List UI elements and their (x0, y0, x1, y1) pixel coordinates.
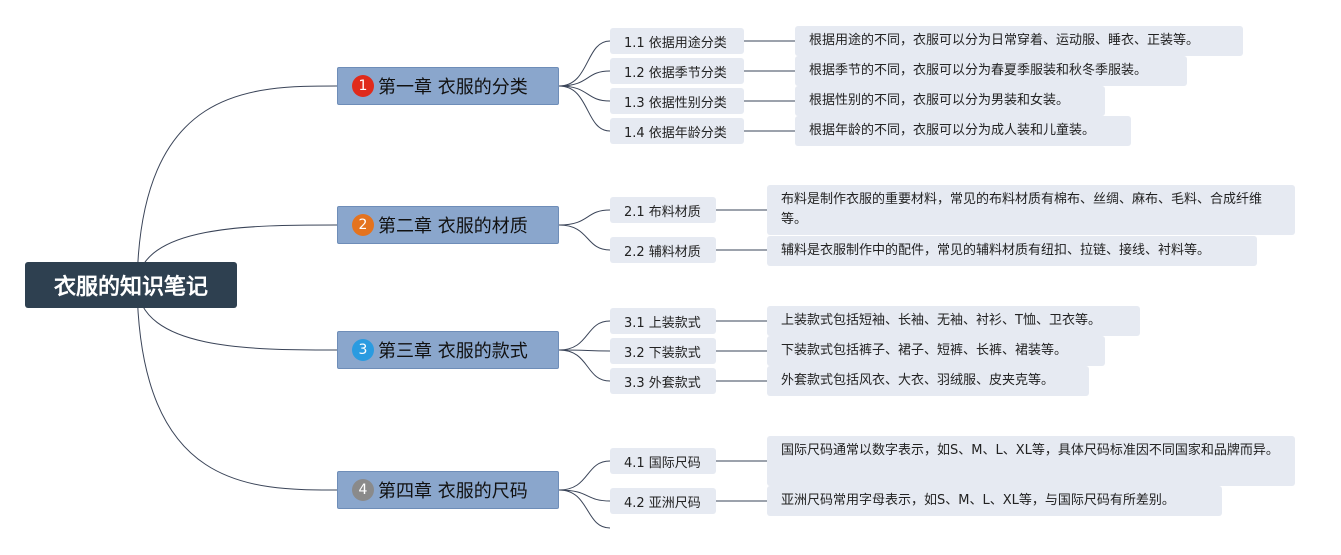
section-note[interactable]: 布料是制作衣服的重要材料，常见的布料材质有棉布、丝绸、麻布、毛料、合成纤维等。 (767, 185, 1295, 235)
section-topic[interactable]: 3.1 上装款式 (610, 308, 716, 334)
section-topic[interactable]: 1.2 依据季节分类 (610, 58, 744, 84)
section-note[interactable]: 根据季节的不同，衣服可以分为春夏季服装和秋冬季服装。 (795, 56, 1187, 86)
chapter-title: 第二章 衣服的材质 (378, 216, 528, 237)
section-topic[interactable]: 2.1 布料材质 (610, 197, 716, 223)
section-topic[interactable]: 3.2 下装款式 (610, 338, 716, 364)
chapter-to-section-line (558, 320, 611, 351)
chapter-number-badge: 2 (352, 214, 374, 236)
root-topic[interactable]: 衣服的知识笔记 (25, 262, 237, 308)
empty-branch-line (558, 489, 611, 529)
chapter-number-badge: 1 (352, 75, 374, 97)
section-topic[interactable]: 4.1 国际尺码 (610, 448, 716, 474)
root-topic-label: 衣服的知识笔记 (53, 275, 208, 300)
section-note[interactable]: 根据用途的不同，衣服可以分为日常穿着、运动服、睡衣、正装等。 (795, 26, 1243, 56)
section-topic[interactable]: 1.4 依据年龄分类 (610, 118, 744, 144)
section-topic[interactable]: 1.1 依据用途分类 (610, 28, 744, 54)
root-to-chapter-line (136, 284, 338, 491)
chapter-title: 第四章 衣服的尺码 (378, 481, 528, 502)
section-note[interactable]: 下装款式包括裤子、裙子、短裤、长裤、裙装等。 (767, 336, 1105, 366)
chapter-to-section-line (558, 349, 611, 382)
section-note[interactable]: 根据性别的不同，衣服可以分为男装和女装。 (795, 86, 1105, 116)
section-note[interactable]: 根据年龄的不同，衣服可以分为成人装和儿童装。 (795, 116, 1131, 146)
chapter-to-section-line (558, 224, 611, 251)
section-note[interactable]: 国际尺码通常以数字表示，如S、M、L、XL等，具体尺码标准因不同国家和品牌而异。 (767, 436, 1295, 486)
chapter-number-badge: 4 (352, 479, 374, 501)
root-to-chapter-line (136, 85, 338, 286)
section-topic[interactable]: 3.3 外套款式 (610, 368, 716, 394)
section-note[interactable]: 上装款式包括短袖、长袖、无袖、衬衫、T恤、卫衣等。 (767, 306, 1140, 336)
chapter-title: 第三章 衣服的款式 (378, 341, 528, 362)
chapter-to-section-line (558, 349, 611, 352)
section-topic[interactable]: 1.3 依据性别分类 (610, 88, 744, 114)
chapter-to-section-line (558, 40, 611, 87)
chapter-to-section-line (558, 460, 611, 491)
chapter-to-section-line (558, 85, 611, 102)
section-topic[interactable]: 4.2 亚洲尺码 (610, 488, 716, 514)
section-note[interactable]: 外套款式包括风衣、大衣、羽绒服、皮夹克等。 (767, 366, 1089, 396)
chapter-title: 第一章 衣服的分类 (378, 77, 528, 98)
section-topic[interactable]: 2.2 辅料材质 (610, 237, 716, 263)
chapter-to-section-line (558, 489, 611, 502)
chapter-to-section-line (558, 209, 611, 226)
section-note[interactable]: 辅料是衣服制作中的配件，常见的辅料材质有纽扣、拉链、接线、衬料等。 (767, 236, 1257, 266)
section-note[interactable]: 亚洲尺码常用字母表示，如S、M、L、XL等，与国际尺码有所差别。 (767, 486, 1222, 516)
chapter-to-section-line (558, 85, 611, 132)
chapter-to-section-line (558, 70, 611, 87)
chapter-number-badge: 3 (352, 339, 374, 361)
